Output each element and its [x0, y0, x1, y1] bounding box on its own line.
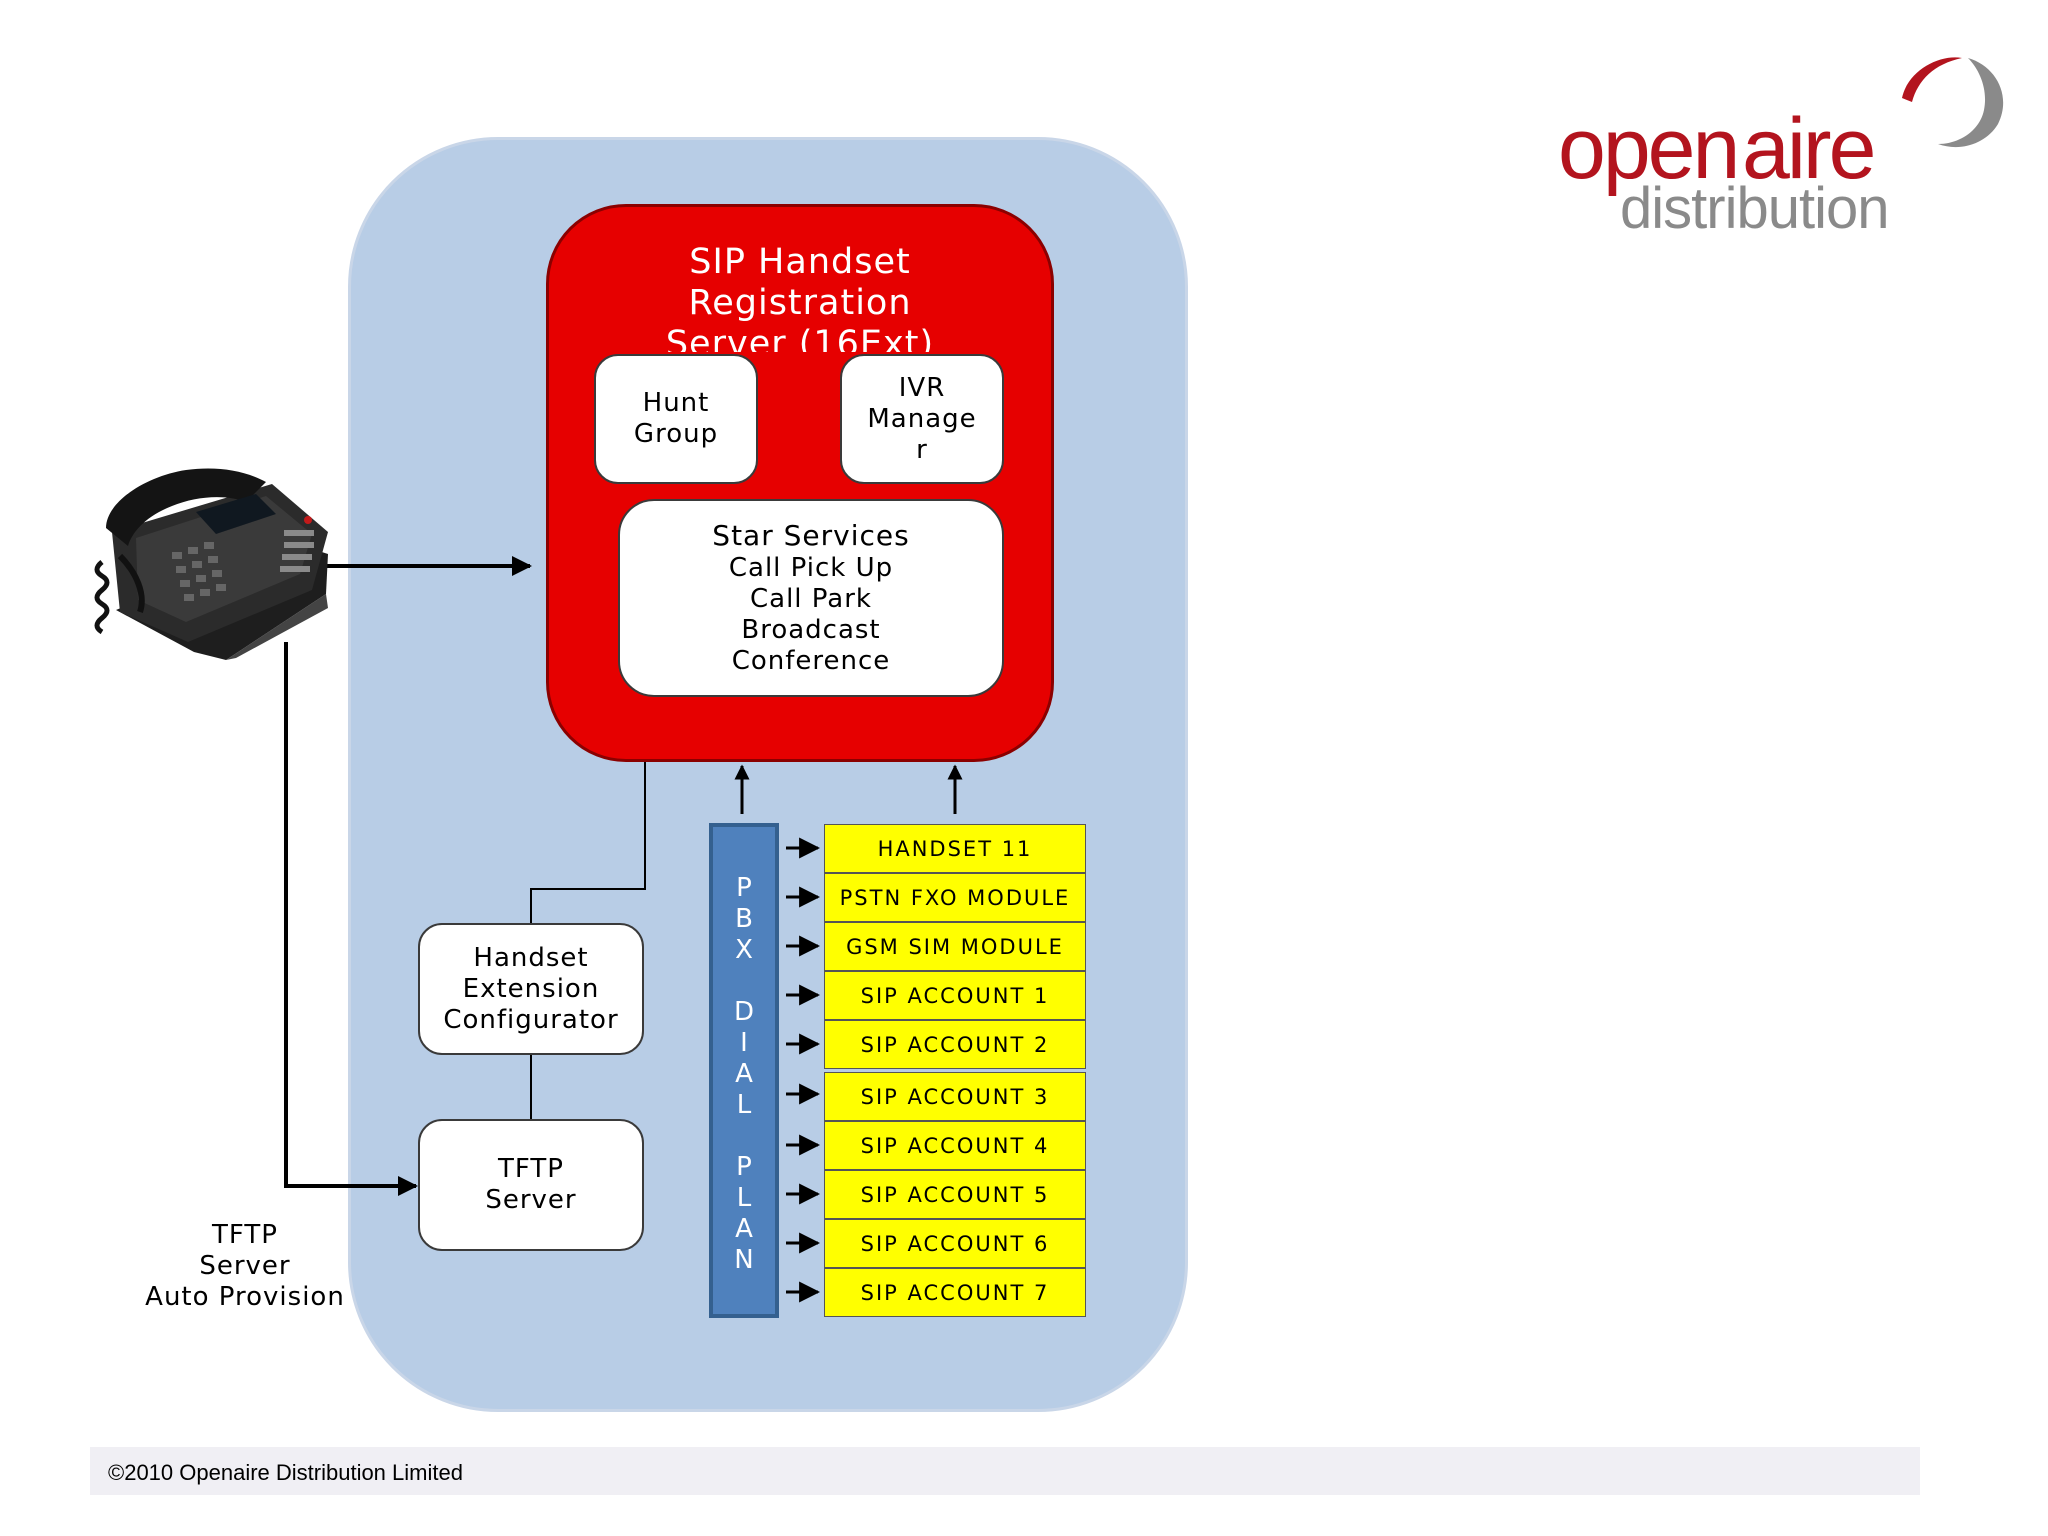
- module-sip-account-4: SIP ACCOUNT 4: [824, 1121, 1086, 1170]
- ivr-line-3: r: [916, 434, 928, 465]
- footer-bar: [90, 1447, 1920, 1495]
- hunt-group-line-1: Hunt: [642, 388, 710, 418]
- tftp-server-box: TFTP Server: [418, 1119, 644, 1251]
- configurator-line-1: Handset: [473, 942, 589, 973]
- arrow-phone-to-tftp: [284, 642, 418, 1196]
- pbx-char: P: [736, 1152, 752, 1182]
- ivr-line-2: Manage: [867, 403, 977, 434]
- pbx-char: L: [736, 1090, 752, 1120]
- footer-copyright: ©2010 Openaire Distribution Limited: [108, 1460, 463, 1485]
- sip-title-line-3: Server (16Ext): [665, 324, 935, 352]
- handset-extension-configurator-box: Handset Extension Configurator: [418, 923, 644, 1055]
- tftp-label-line-2: Server: [199, 1251, 291, 1281]
- logo-swoosh-gray: [1938, 58, 2004, 148]
- sip-server-title: SIP Handset Registration Server (16Ext): [546, 242, 1054, 352]
- tftp-server-line-1: TFTP: [498, 1154, 564, 1184]
- openaire-logo: open aire distribution: [1558, 57, 2004, 240]
- hunt-group-box: Hunt Group: [594, 354, 758, 484]
- tftp-label-line-1: TFTP: [212, 1220, 278, 1250]
- tftp-server-line-2: Server: [485, 1185, 577, 1215]
- pbx-char: X: [735, 935, 753, 965]
- desk-phone-icon: [94, 468, 328, 660]
- sip-title-line-2: Registration: [688, 283, 912, 323]
- configurator-line-2: Extension: [462, 973, 600, 1004]
- configurator-line-3: Configurator: [443, 1004, 619, 1035]
- module-sip-account-1: SIP ACCOUNT 1: [824, 971, 1086, 1020]
- star-services-box: Star Services Call Pick Up Call Park Bro…: [618, 499, 1004, 697]
- module-sip-account-7: SIP ACCOUNT 7: [824, 1268, 1086, 1317]
- logo-word-aire: aire: [1742, 101, 1874, 197]
- pbx-char: A: [735, 1214, 753, 1244]
- ivr-manager-box: IVR Manage r: [840, 354, 1004, 484]
- star-services-title: Star Services: [712, 519, 910, 552]
- module-sip-account-6: SIP ACCOUNT 6: [824, 1219, 1086, 1268]
- pbx-char: I: [740, 1028, 748, 1058]
- logo-word-open: open: [1558, 101, 1737, 197]
- sip-title-line-1: SIP Handset: [689, 242, 911, 282]
- pbx-char: N: [734, 1245, 754, 1275]
- star-service-item: Broadcast: [741, 615, 881, 645]
- module-sip-account-5: SIP ACCOUNT 5: [824, 1170, 1086, 1219]
- module-handset-11: HANDSET 11: [824, 824, 1086, 873]
- star-service-item: Call Pick Up: [728, 553, 894, 583]
- tftp-label-line-3: Auto Provision: [145, 1282, 345, 1312]
- pbx-char: P: [736, 873, 752, 903]
- star-service-item: Conference: [731, 646, 891, 676]
- logo-word-distribution: distribution: [1620, 176, 1888, 240]
- pbx-dial-plan-bar: P B X D I A L P L A N: [709, 823, 779, 1318]
- module-pstn-fxo: PSTN FXO MODULE: [824, 873, 1086, 922]
- pbx-char: B: [735, 904, 753, 934]
- module-sip-account-2: SIP ACCOUNT 2: [824, 1020, 1086, 1069]
- ivr-line-1: IVR: [898, 372, 946, 403]
- pbx-module-arrows: [786, 837, 821, 1303]
- line-server-to-configurator: [530, 762, 646, 923]
- pbx-char: A: [735, 1059, 753, 1089]
- tftp-auto-provision-label: TFTP Server Auto Provision: [130, 1220, 360, 1313]
- pbx-char: L: [736, 1183, 752, 1213]
- star-service-item: Call Park: [750, 584, 872, 614]
- pbx-char: D: [733, 997, 755, 1027]
- hunt-group-line-2: Group: [633, 419, 719, 449]
- module-sip-account-3: SIP ACCOUNT 3: [824, 1072, 1086, 1121]
- logo-swoosh-red: [1902, 57, 1962, 102]
- module-gsm-sim: GSM SIM MODULE: [824, 922, 1086, 971]
